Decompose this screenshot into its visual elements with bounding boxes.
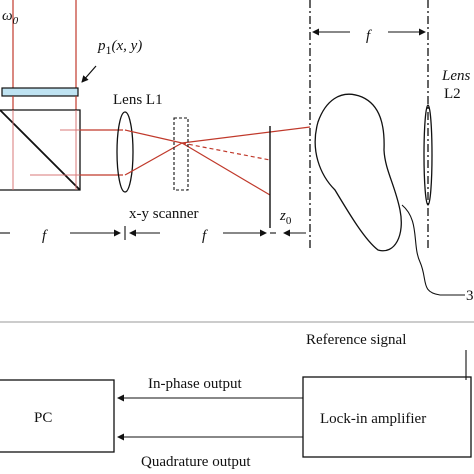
in-phase-output-label: In-phase output bbox=[148, 376, 243, 392]
focal-markers bbox=[309, 0, 429, 250]
lens-l2-label-line1: Lens bbox=[441, 68, 471, 84]
beam-into-cube bbox=[12, 96, 77, 110]
beam-inside-cube bbox=[12, 110, 80, 190]
sample-outline bbox=[314, 93, 402, 252]
focal-length-top: f bbox=[366, 28, 372, 44]
xy-scanner bbox=[173, 117, 189, 191]
output-arrows bbox=[117, 394, 303, 441]
beam-splitter-cube bbox=[0, 109, 81, 191]
p1-pointer-arrow bbox=[81, 65, 97, 83]
z0-label: z0 bbox=[279, 208, 292, 227]
lockin-amplifier-box bbox=[302, 376, 472, 458]
dimension-line-bottom bbox=[0, 226, 306, 240]
detector-wire bbox=[401, 204, 465, 296]
beam-to-lens-l1 bbox=[80, 129, 123, 176]
lockin-amplifier-label: Lock-in amplifier bbox=[320, 411, 426, 427]
pc-label: PC bbox=[34, 410, 52, 426]
reference-signal-label: Reference signal bbox=[306, 332, 406, 348]
focal-length-left: f bbox=[42, 228, 48, 244]
beam-after-lens-l1 bbox=[124, 126, 311, 196]
omega0-label: ω0 bbox=[2, 8, 19, 27]
pattern-filter-p1 bbox=[1, 87, 79, 97]
lens-l2 bbox=[423, 104, 433, 206]
quadrature-output-label: Quadrature output bbox=[141, 454, 251, 470]
lens-l1 bbox=[116, 111, 134, 193]
p1-label: p1(x, y) bbox=[97, 38, 142, 57]
lens-l2-label-line2: L2 bbox=[444, 86, 461, 102]
focal-length-mid: f bbox=[202, 228, 208, 244]
detector-label: 3 bbox=[466, 288, 474, 304]
lens-l1-label: Lens L1 bbox=[113, 92, 163, 108]
scanned-beam bbox=[181, 142, 271, 161]
pc-box bbox=[0, 379, 115, 453]
scanner-label: x-y scanner bbox=[129, 206, 199, 222]
incoming-beam bbox=[12, 0, 77, 88]
